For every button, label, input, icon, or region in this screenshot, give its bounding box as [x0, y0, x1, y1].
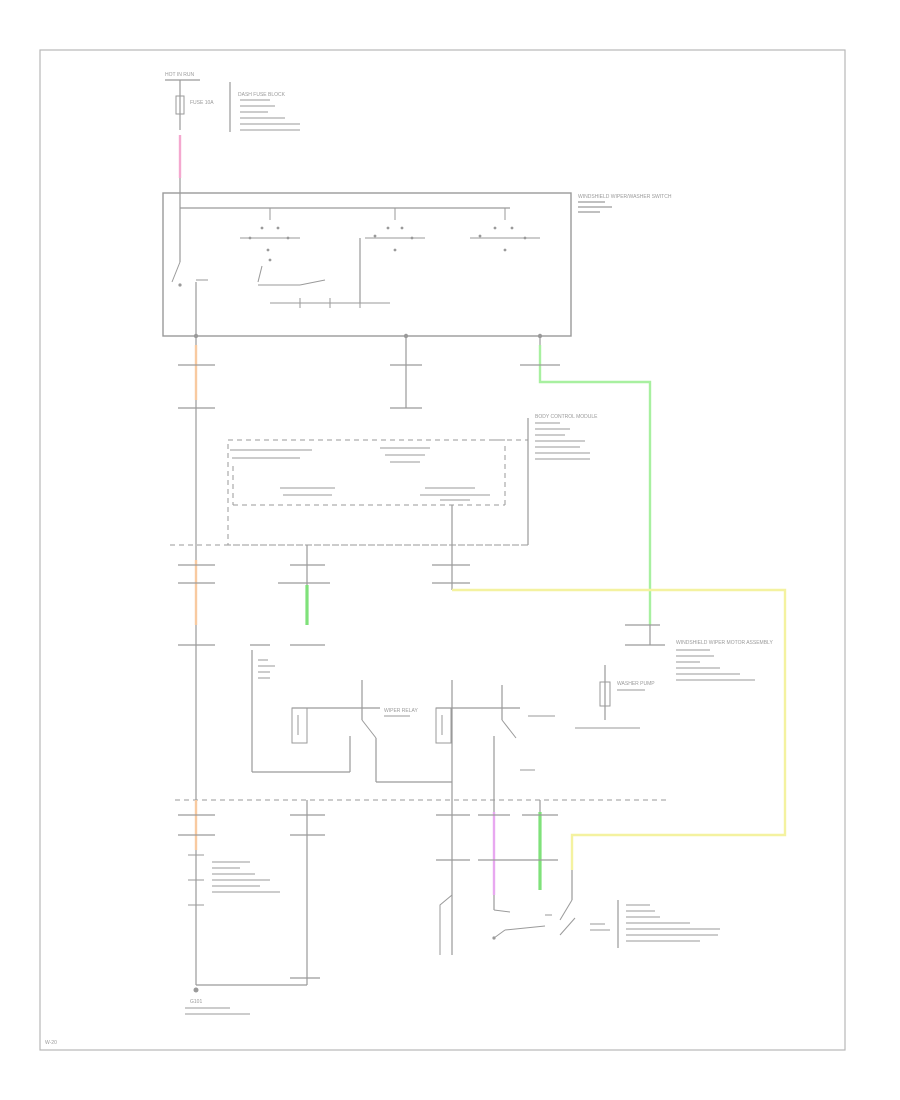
motor-assembly: WINDSHIELD WIPER MOTOR ASSEMBLY WASHER P… — [575, 624, 773, 729]
wiper-relays: WIPER RELAY — [250, 644, 555, 800]
washer-pump-label: WASHER PUMP — [617, 681, 655, 687]
fuse-id-label: FUSE 10A — [190, 100, 214, 106]
ground-label: G101 — [190, 999, 202, 1005]
footer-code: W-20 — [45, 1040, 57, 1046]
fuse-source-notes: DASH FUSE BLOCK — [238, 92, 286, 98]
module-notes-label: BODY CONTROL MODULE — [535, 414, 598, 420]
switch-assembly-label: WINDSHIELD WIPER/WASHER SWITCH — [578, 194, 672, 200]
fuse-source: HOT IN RUN FUSE 10A DASH FUSE BLOCK — [165, 72, 300, 132]
fuse-note-lines — [240, 99, 300, 131]
diagram-frame — [39, 49, 846, 1051]
relay-notes-label: WIPER RELAY — [384, 708, 418, 714]
ground-point: G101 — [185, 987, 250, 1015]
wiper-switch-assembly: WINDSHIELD WIPER/WASHER SWITCH — [162, 192, 672, 337]
lower-left-switch — [188, 854, 280, 906]
switch-contacts-1 — [240, 208, 326, 286]
wire-green-long — [538, 345, 652, 625]
wire-yellow — [452, 588, 787, 870]
fuse-block-label: HOT IN RUN — [165, 72, 194, 78]
washer-switch — [492, 870, 720, 948]
switch-contacts-2 — [359, 208, 425, 303]
body-control-module: BODY CONTROL MODULE — [227, 414, 598, 546]
motor-assembly-label: WINDSHIELD WIPER MOTOR ASSEMBLY — [676, 640, 773, 646]
switch-contacts-3 — [470, 208, 540, 252]
